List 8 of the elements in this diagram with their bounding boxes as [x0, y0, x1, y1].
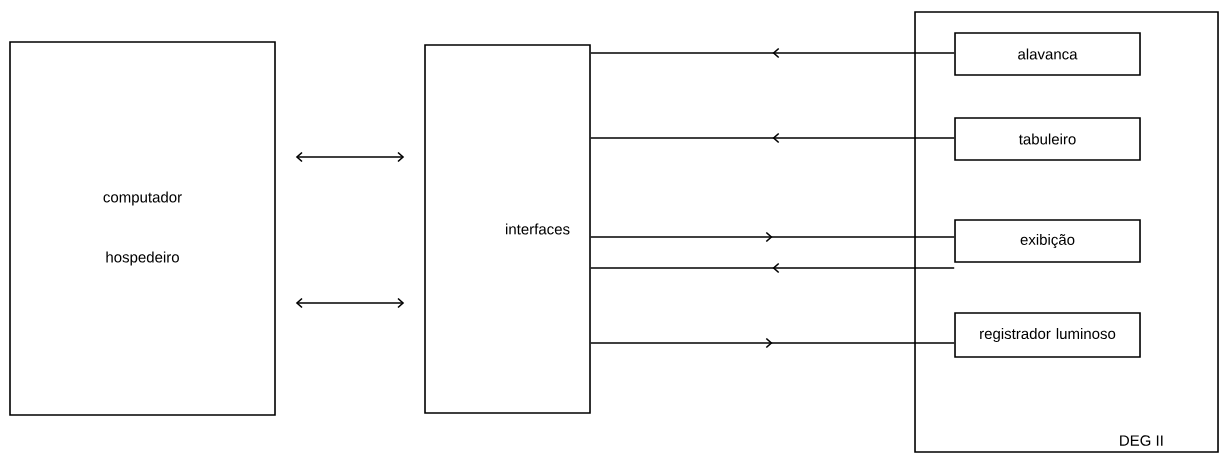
interface-box: interfaces — [424, 44, 591, 414]
arrow — [295, 151, 405, 163]
device-box: registrador luminoso — [954, 312, 1141, 358]
device-box: exibição — [954, 219, 1141, 263]
device-box: alavanca — [954, 32, 1141, 76]
device-box: tabuleiro — [954, 117, 1141, 161]
arrow — [295, 297, 405, 309]
computer-box: computador hospedeiro — [9, 41, 276, 416]
